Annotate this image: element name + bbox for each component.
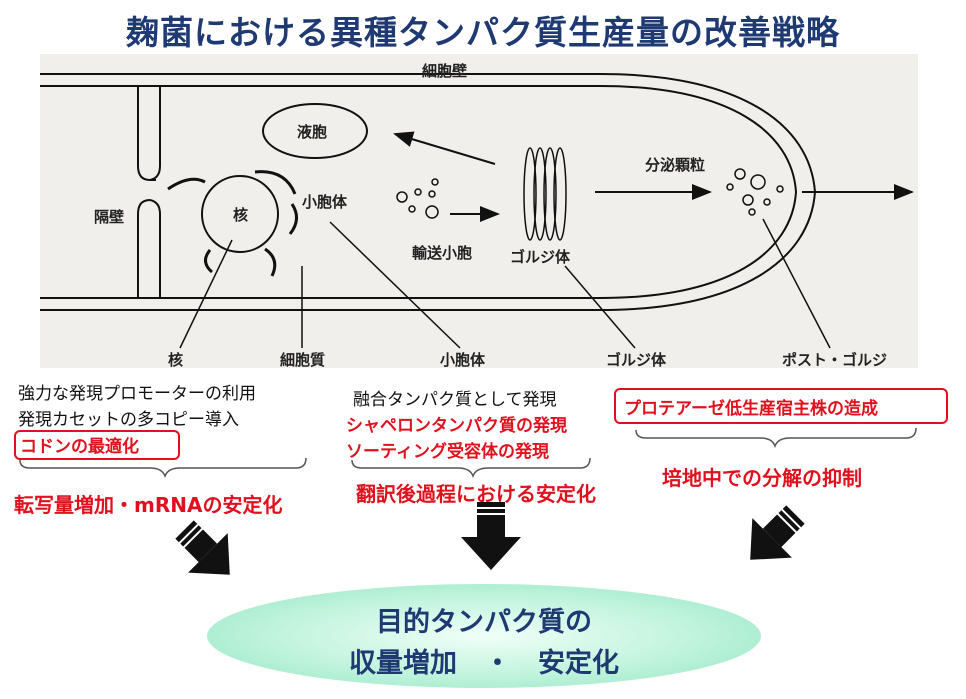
strategy-1-line-3: コドンの最適化 bbox=[20, 437, 139, 457]
strategy-2-line-2: シャペロンタンパク質の発現 bbox=[346, 416, 567, 436]
label-golgi-inner: ゴルジ体 bbox=[510, 248, 571, 266]
label-secretory-granule: 分泌顆粒 bbox=[645, 156, 706, 174]
strategy-2-result: 翻訳後過程における安定化 bbox=[356, 482, 596, 506]
arrow-down-right-icon bbox=[175, 520, 230, 575]
strategy-1-line-2: 発現カセットの多コピー導入 bbox=[18, 410, 239, 430]
arrow-down-left-icon bbox=[750, 505, 805, 560]
label-nucleus-bottom: 核 bbox=[168, 351, 184, 369]
strategy-3-line-1: プロテアーゼ低生産宿主株の造成 bbox=[624, 399, 878, 419]
brace-strategy-1 bbox=[19, 457, 307, 479]
strategy-2-line-1: 融合タンパク質として発現 bbox=[353, 390, 557, 410]
arrow-down-icon bbox=[461, 502, 521, 570]
label-post-golgi: ポスト・ゴルジ bbox=[782, 351, 888, 369]
label-cell-wall: 細胞壁 bbox=[422, 62, 468, 80]
strategy-3-result: 培地中での分解の抑制 bbox=[662, 466, 862, 490]
brace-strategy-2 bbox=[351, 457, 591, 479]
page-title: 麹菌における異種タンパク質生産量の改善戦略 bbox=[126, 13, 840, 52]
strategy-1-result: 転写量増加・mRNAの安定化 bbox=[14, 493, 283, 517]
label-vacuole: 液胞 bbox=[297, 123, 328, 141]
label-er-inner: 小胞体 bbox=[302, 193, 348, 211]
goal-ellipse bbox=[207, 584, 761, 688]
label-cytoplasm: 細胞質 bbox=[280, 351, 326, 369]
brace-strategy-3 bbox=[635, 427, 917, 449]
strategy-3-highlight-box bbox=[614, 388, 948, 424]
goal-line-1: 目的タンパク質の bbox=[376, 607, 592, 638]
hypha-diagram: 細胞壁 液胞 隔壁 核 小胞体 輸送小胞 ゴルジ体 分泌顆粒 核 細胞質 小胞体… bbox=[40, 54, 918, 369]
label-transport-vesicle: 輸送小胞 bbox=[412, 244, 473, 262]
strategy-1-highlight-box bbox=[14, 430, 180, 460]
strategy-1-line-1: 強力な発現プロモーターの利用 bbox=[18, 384, 256, 404]
label-er-bottom: 小胞体 bbox=[440, 351, 486, 369]
label-nucleus-inner: 核 bbox=[233, 206, 249, 224]
label-septum: 隔壁 bbox=[94, 208, 125, 226]
label-golgi-bottom: ゴルジ体 bbox=[606, 351, 667, 369]
hypha-illustration bbox=[40, 73, 914, 349]
strategy-2-line-3: ソーティング受容体の発現 bbox=[346, 442, 549, 462]
goal-line-2: 収量増加 ・ 安定化 bbox=[349, 648, 619, 679]
